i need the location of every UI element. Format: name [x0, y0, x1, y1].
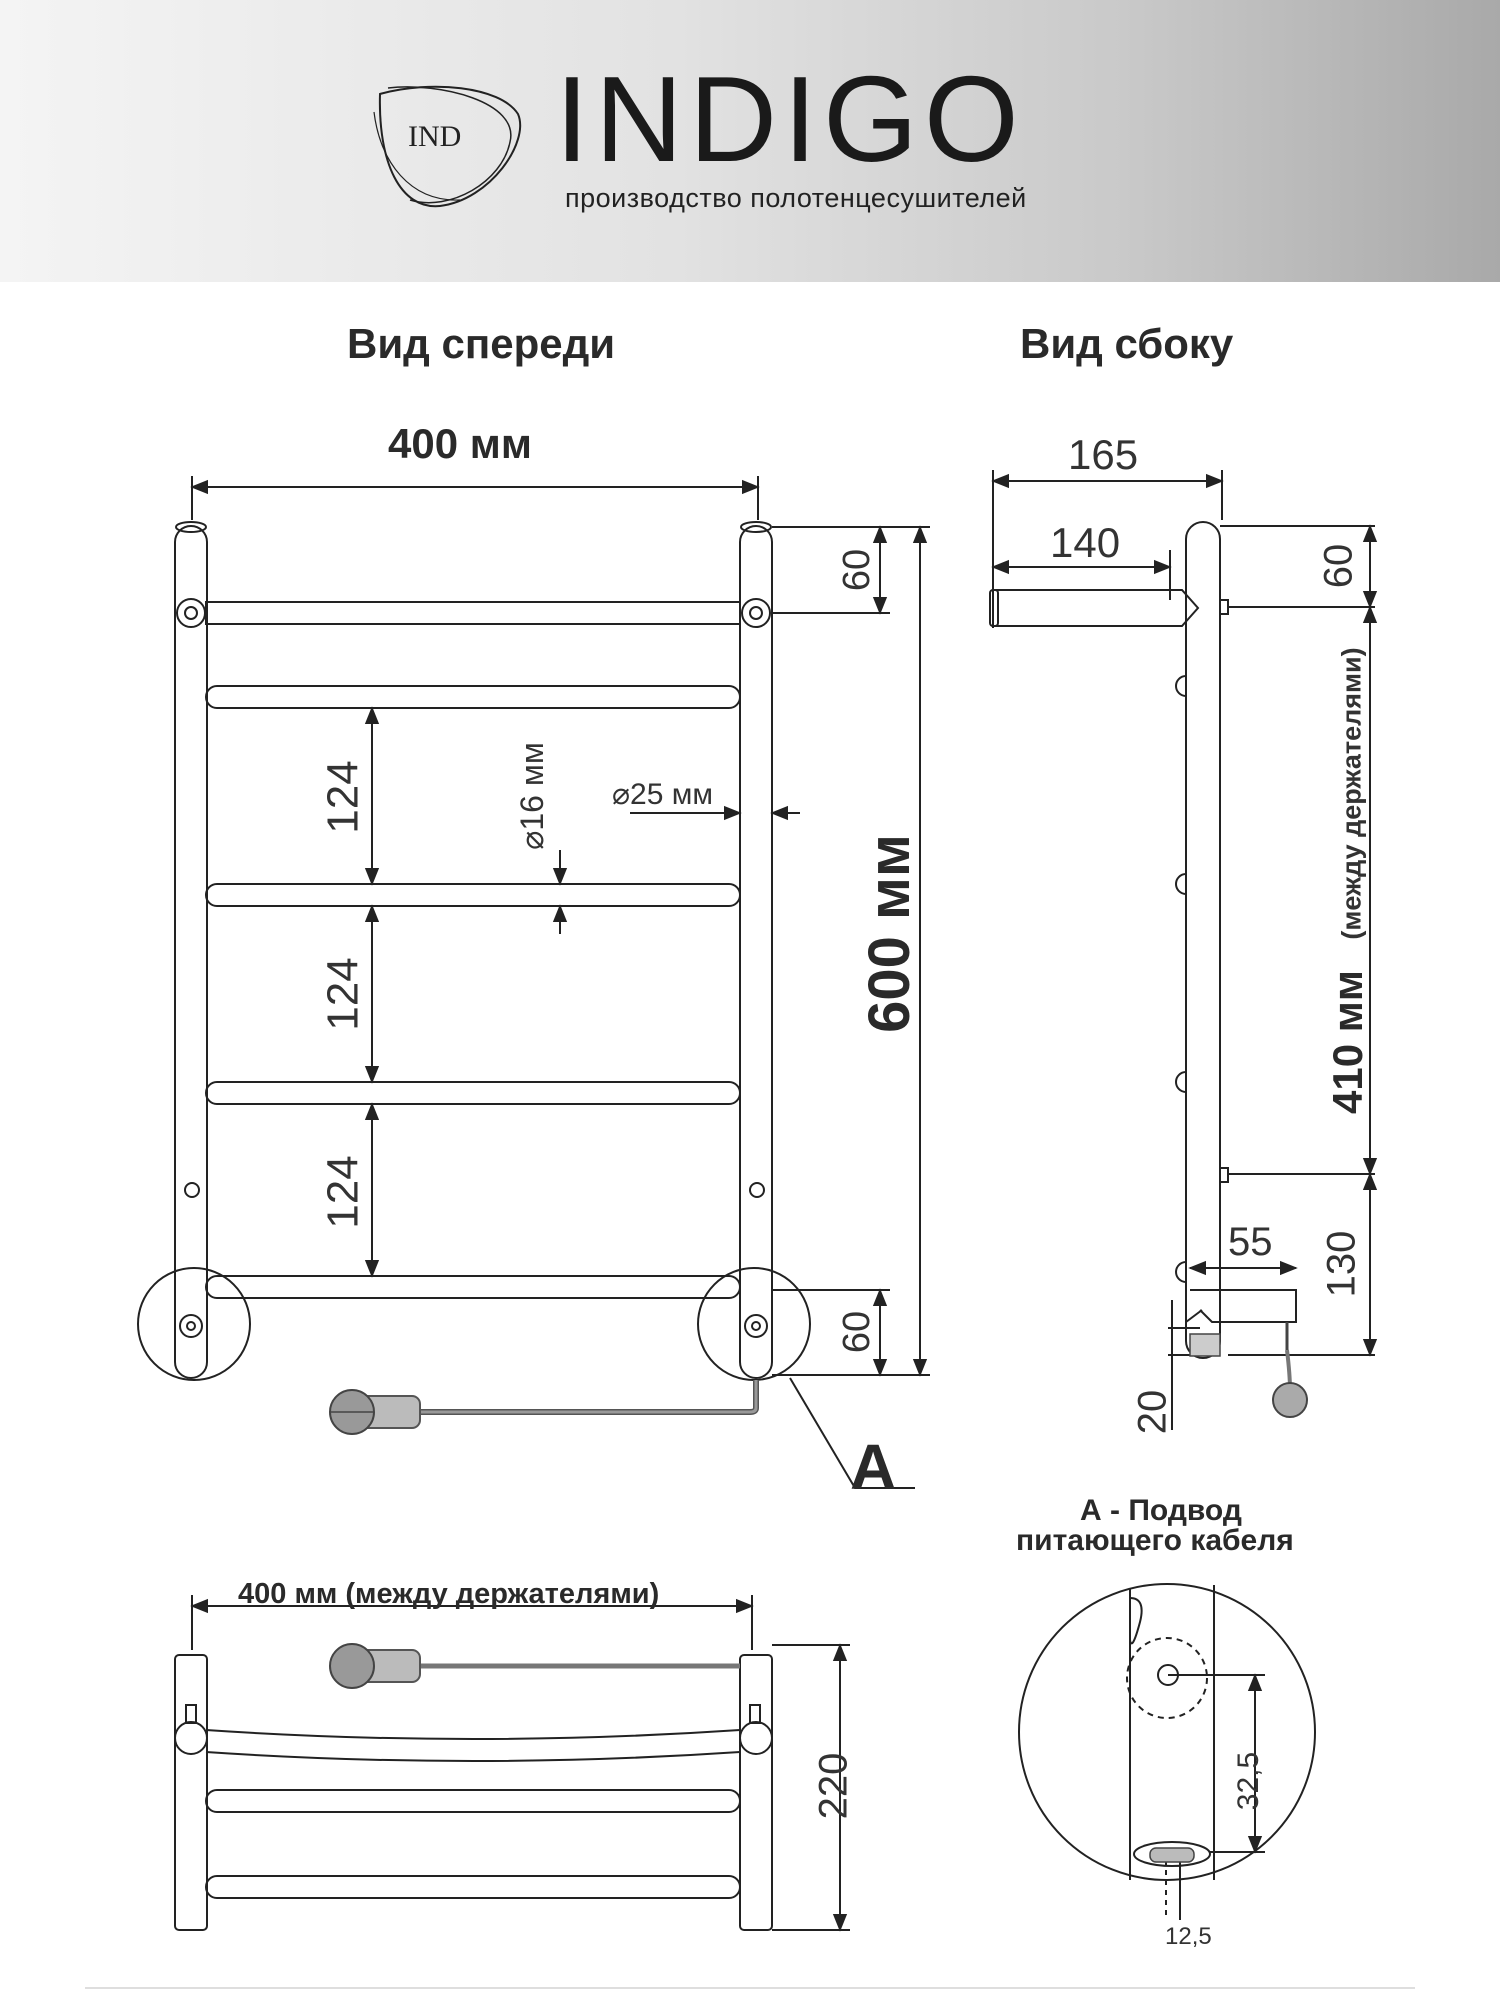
top-width-label: 400 мм (между держателями): [238, 1578, 660, 1610]
side-bottom-offset: 130: [1319, 1230, 1364, 1298]
front-spacing-3: 124: [318, 1155, 368, 1229]
front-spacing-1: 124: [318, 760, 368, 834]
side-cable-offset: 55: [1228, 1220, 1273, 1264]
front-top-offset: 60: [836, 548, 879, 592]
side-bottom-gap: 20: [1130, 1389, 1175, 1435]
side-depth-total: 165: [1068, 431, 1139, 478]
indigo-logo-icon: [373, 85, 521, 208]
brand-name: INDIGO: [555, 51, 1025, 187]
detail-width-label: 12,5: [1165, 1923, 1212, 1950]
brand-header: IND INDIGO производство полотенцесушител…: [0, 0, 1500, 282]
side-view-title: Вид сбоку: [1020, 320, 1234, 367]
front-spacing-2: 124: [318, 957, 368, 1031]
side-holder-spacing: 410 мм: [1323, 970, 1371, 1114]
side-top-offset: 60: [1316, 543, 1361, 589]
top-depth-label: 220: [811, 1752, 856, 1820]
side-holder-spacing-note: (между держателями): [1336, 647, 1367, 940]
detail-marker-a: A: [850, 1431, 897, 1503]
front-height-label: 600 мм: [856, 834, 922, 1033]
pipe-diameter-label: ⌀25 мм: [612, 778, 714, 811]
front-bottom-offset: 60: [836, 1310, 879, 1354]
front-width-label: 400 мм: [388, 420, 532, 467]
logo-text: IND: [408, 120, 462, 153]
bottom-divider: [85, 1987, 1415, 1989]
top-plug-icon: [329, 1643, 740, 1689]
side-plug-icon: [1272, 1322, 1308, 1418]
bar-diameter-label: ⌀16 мм: [513, 742, 550, 850]
detail-title-line2: питающего кабеля: [1016, 1524, 1294, 1557]
plug-icon: [329, 1389, 421, 1435]
detail-title-line1: А - Подвод: [1080, 1494, 1242, 1527]
front-view-title: Вид спереди: [347, 320, 616, 367]
detail-height-label: 32,5: [1232, 1751, 1266, 1811]
side-depth-holder: 140: [1050, 519, 1121, 566]
brand-tagline: производство полотенцесушителей: [565, 183, 1027, 213]
